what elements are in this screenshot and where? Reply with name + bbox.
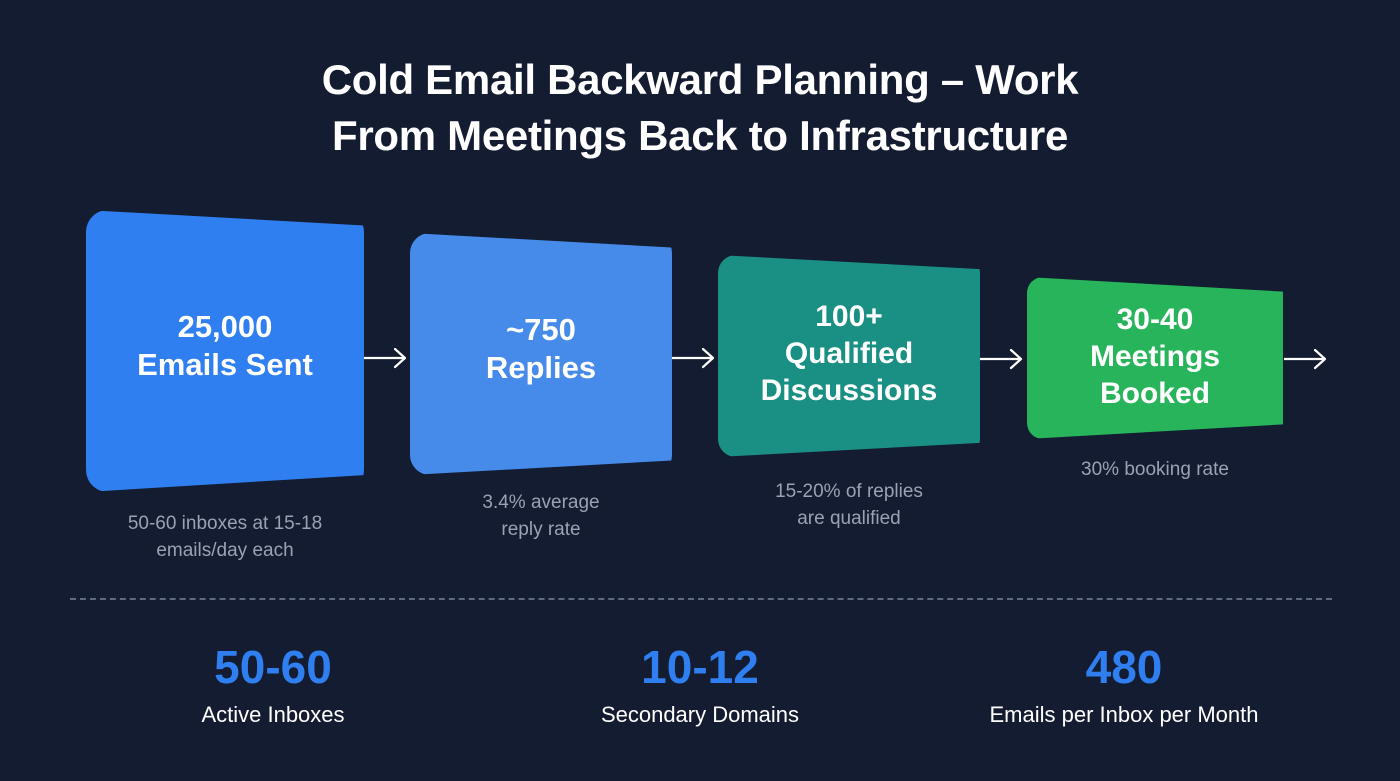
stage-value: 30-40 (1116, 302, 1194, 336)
caption-line-2: reply rate (501, 519, 581, 540)
dashed-divider (70, 598, 1332, 600)
stage-replies: ~750 Replies (410, 233, 672, 475)
stage-label: Replies (485, 350, 597, 385)
stat-active-inboxes: 50-60 Active Inboxes (153, 638, 393, 730)
stage-emails-sent: 25,000 Emails Sent (86, 210, 364, 492)
arrow-right-icon (364, 347, 407, 369)
stat-secondary-domains: 10-12 Secondary Domains (540, 638, 860, 730)
arrow-right-icon (672, 347, 715, 369)
stage-shape (1027, 277, 1283, 439)
stage-shape (410, 233, 672, 475)
stage-meetings-booked: 30-40 Meetings Booked (1027, 277, 1283, 439)
stage-qualified-discussions: 100+ Qualified Discussions (718, 255, 980, 457)
stage-shape (718, 255, 980, 457)
arrow-right-icon (980, 348, 1023, 370)
stage-label-line-2: Booked (1099, 376, 1210, 410)
arrow-right-icon (1284, 348, 1327, 370)
stage-label-line-2: Discussions (760, 373, 938, 407)
caption-line-1: 30% booking rate (1081, 459, 1229, 480)
stage-label: Emails Sent (137, 347, 313, 382)
stat-label: Emails per Inbox per Month (989, 702, 1259, 727)
caption-line-1: 3.4% average (482, 492, 600, 513)
stat-label: Active Inboxes (201, 702, 345, 727)
caption-line-2: emails/day each (156, 540, 294, 561)
stat-value: 480 (1085, 641, 1163, 693)
stage-caption: 30% booking rate (1027, 456, 1283, 483)
stage-shape (86, 210, 364, 492)
stage-value: ~750 (506, 312, 576, 347)
stat-label: Secondary Domains (600, 702, 800, 727)
stat-emails-per-inbox: 480 Emails per Inbox per Month (944, 638, 1304, 730)
stage-label-line-1: Meetings (1089, 339, 1221, 373)
title-line-2: From Meetings Back to Infrastructure (331, 112, 1068, 159)
stage-caption: 15-20% of replies are qualified (718, 478, 980, 532)
stage-caption: 50-60 inboxes at 15-18 emails/day each (86, 510, 364, 564)
page-title: Cold Email Backward Planning – Work From… (0, 52, 1400, 164)
stage-label-line-1: Qualified (784, 336, 914, 370)
stage-value: 25,000 (177, 309, 273, 344)
stat-value: 50-60 (214, 641, 332, 693)
caption-line-1: 50-60 inboxes at 15-18 (127, 513, 323, 534)
title-line-1: Cold Email Backward Planning – Work (321, 56, 1079, 103)
caption-line-2: are qualified (797, 508, 901, 529)
stage-value: 100+ (815, 299, 883, 333)
stat-value: 10-12 (641, 641, 759, 693)
stage-caption: 3.4% average reply rate (410, 489, 672, 543)
caption-line-1: 15-20% of replies (775, 481, 923, 502)
